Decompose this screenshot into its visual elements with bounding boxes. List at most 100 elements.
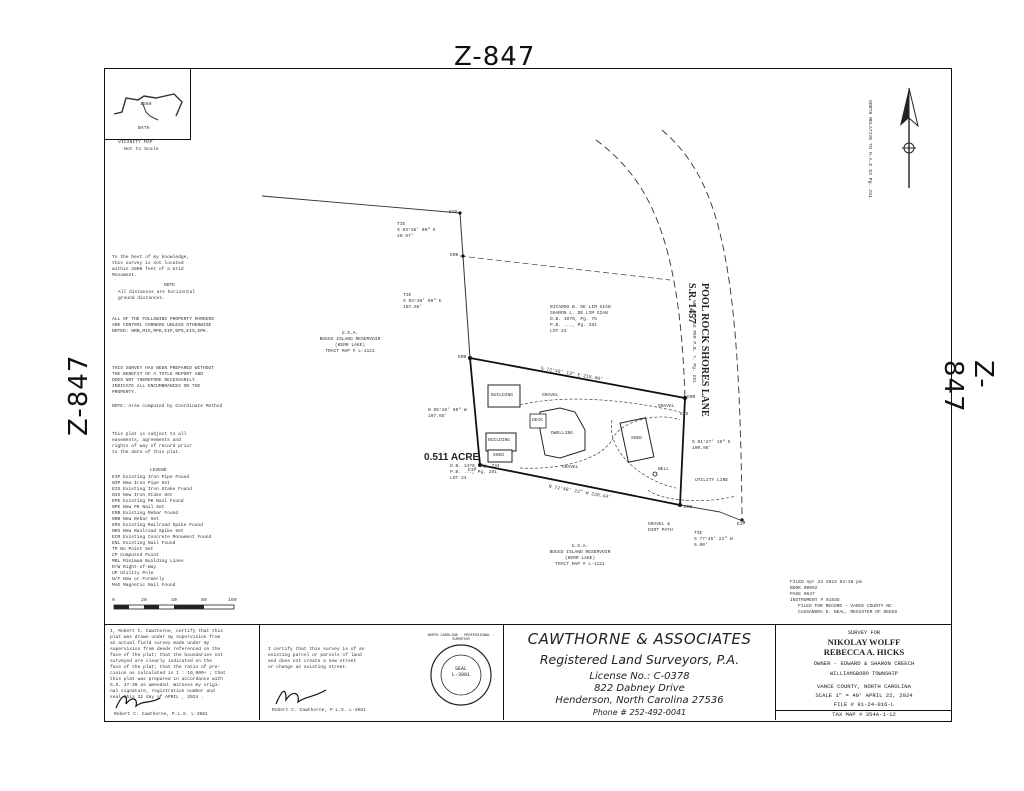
firm-subtitle: Registered Land Surveyors, P.A. <box>539 652 740 667</box>
tie-middle: TIE S 03°38' 00" E 107.66' <box>403 293 442 310</box>
scale-tick: 20 <box>141 598 147 603</box>
scale-tick: 80 <box>201 598 207 603</box>
tax-map-number: TAX MAP # 354A-1-12 <box>832 711 896 718</box>
seal-center: SEAL L-3981 <box>451 666 470 678</box>
subdivision-certificate: I certify that this survey is of an exis… <box>260 624 504 720</box>
gravel-label: GRAVEL <box>542 393 559 398</box>
note-title: NOTE <box>164 283 176 288</box>
signature-mark <box>115 695 161 709</box>
east-boundary-bearing: S 01°27' 10" E 100.96' <box>692 440 731 451</box>
legend-item: TP No Point Set <box>112 547 154 552</box>
legend-item: ECM Existing Concrete Monument Found <box>112 535 212 540</box>
vicinity-place-2: BATH <box>138 126 150 131</box>
corner-label: ERB <box>458 355 467 360</box>
survey-for-block: SURVEY FOR NIKOLAY WOLFF REBECCA A. HICK… <box>776 624 952 720</box>
acreage: 0.511 ACRE <box>424 452 480 463</box>
filed-recorder: FILED FOR RECORD - VANCE COUNTY NC <box>798 604 892 609</box>
legend-item: R/W Right-of-Way <box>112 565 157 570</box>
corner-label: ERB <box>687 395 696 400</box>
note-subject: This plat is subject to all easements, a… <box>112 432 192 455</box>
corner-label: EIP <box>468 468 477 473</box>
usa-tract-top: U.S.A. BUGGS ISLAND RESERVOIR (KERR LAKE… <box>319 331 381 354</box>
neighbor-parcel: RICARDO B. DE LIM GIAN SHARON L. DE LIM … <box>550 305 611 334</box>
tie-bottom: TIE S 77°46' 22" W 5.00' <box>694 531 733 548</box>
scale-tick: 160 <box>228 598 237 603</box>
deck-label: DECK <box>532 418 544 423</box>
road-right-of-way: 60' R/W AS PER P.B. ?, Pg. 291 <box>691 300 696 383</box>
title-block-divider <box>104 624 952 625</box>
legend-item: NIP New Iron Pipe Set <box>112 481 170 486</box>
legend-item: MBL Minimum Building Lines <box>112 559 184 564</box>
note-title-report: THIS SURVEY HAS BEEN PREPARED WITHOUT TH… <box>112 366 214 395</box>
surveyor-signature: Robert C. Cawthorne, P.L.S. L-3981 <box>114 712 208 717</box>
firm-address-line-1: 822 Dabney Drive <box>594 683 685 694</box>
filed-instrument: INSTRUMENT # 01935 <box>790 598 840 603</box>
vicinity-map: 1560 BATH <box>104 68 191 140</box>
client-name-1: NIKOLAY WOLFF <box>827 637 901 647</box>
note-grid: To the best of my knowledge, this survey… <box>112 255 190 278</box>
certificate-text: I certify that this survey is of an exis… <box>268 647 365 670</box>
legend-item: ERS Existing Railroad Spike Found <box>112 523 203 528</box>
utility-line-label: UTILITY LINE <box>695 478 729 483</box>
legend-item: NPK New PK Nail Set <box>112 505 165 510</box>
road-name: POOL ROCK SHORES LANE S.R. 1457 <box>686 283 710 417</box>
owner-line: OWNER - EDWARD & SHARON CREECH <box>813 660 915 667</box>
corner-label: ERB <box>450 253 459 258</box>
well-label: WELL <box>658 467 670 472</box>
vicinity-map-title: VICINITY MAP <box>118 140 153 145</box>
certificate-text: I, Robert C. Cawthorne, certify that thi… <box>110 629 226 700</box>
corner-label: ERB <box>684 505 693 510</box>
corner-label: EIP <box>449 210 458 215</box>
firm-block: CAWTHORNE & ASSOCIATES Registered Land S… <box>504 624 776 720</box>
legend-item: EIP Existing Iron Pipe Found <box>112 475 190 480</box>
surveyor-certificate: I, Robert C. Cawthorne, certify that thi… <box>104 624 260 720</box>
subdivision-signature: Robert C. Cawthorne, P.L.S. L-3981 <box>272 708 366 713</box>
legend-item: ERB Existing Rebar Found <box>112 511 179 516</box>
tax-map-divider <box>776 710 952 711</box>
firm-phone: Phone # 252-492-0041 <box>592 708 687 717</box>
firm-name: CAWTHORNE & ASSOCIATES <box>527 630 752 648</box>
legend-item: EIS Existing Iron Stake Found <box>112 487 192 492</box>
firm-address-line-2: Henderson, North Carolina 27536 <box>555 695 724 706</box>
filing-stamp: FILED Apr 22 2024 04:38 pm BOOK 00992 PA… <box>790 580 950 616</box>
tie-top: TIE S 03°38' 00" E 40.97' <box>397 222 436 239</box>
plat-frame <box>104 68 952 722</box>
shed-label: SHED <box>631 436 643 441</box>
legend-title: LEGEND <box>150 468 167 473</box>
legend-item: UP Utility Pole <box>112 571 154 576</box>
note-distances: All distances are horizontal ground dist… <box>118 290 196 301</box>
usa-tract-bottom: U.S.A. BUGGS ISLAND RESERVOIR (KERR LAKE… <box>549 544 611 567</box>
legend-item: N/F Now or Formerly <box>112 577 165 582</box>
building-label: BUILDING <box>491 393 514 398</box>
scale-tick: 40 <box>171 598 177 603</box>
shed-label: SHED <box>493 453 505 458</box>
township-line: WILLIAMSBORO TOWNSHIP <box>830 671 898 677</box>
corner-label: EIS <box>680 412 689 417</box>
gravel-label: GRAVEL <box>562 465 579 470</box>
note-markers: ALL OF THE FOLLOWING PROPERTY MARKERS AR… <box>112 317 214 334</box>
north-arrow-icon <box>900 87 919 188</box>
file-number: FILE # 91-24-016-L <box>833 701 895 708</box>
west-boundary-bearing: N 05°38' 00" W 107.65' <box>428 408 467 419</box>
scale-bar <box>113 604 235 610</box>
gravel-path-label: GRAVEL & DIRT PATH <box>648 522 673 533</box>
vicinity-map-scale: Not to Scale <box>124 147 159 152</box>
county-line: VANCE COUNTY, NORTH CAROLINA <box>817 683 911 690</box>
firm-license: License No.: C-0378 <box>589 671 690 682</box>
dwelling-label: DWELLING <box>551 431 574 436</box>
legend-item: NRS New Railroad Spike Set <box>112 529 184 534</box>
surveyor-seal-icon <box>430 644 492 706</box>
note-area: NOTE: Area computed by Coordinate Method <box>112 404 223 409</box>
filed-page: PAGE 0647 <box>790 592 815 597</box>
scale-date-line: SCALE 1" = 40' APRIL 22, 2024 <box>815 692 913 699</box>
legend-item: EPK Existing PK Nail Found <box>112 499 184 504</box>
scale-tick: 0 <box>112 598 115 603</box>
acreage-deed-ref: D.B. 1470, Pg. 734 P.B. ..., Pg. 291 LOT… <box>450 464 500 481</box>
survey-for-label: SURVEY FOR <box>847 630 881 636</box>
legend-item: NIS New Iron Stake Set <box>112 493 173 498</box>
filed-register: CASSANDRA D. NEAL, REGISTER OF DEEDS <box>798 610 898 615</box>
gravel-label: GRAVEL <box>658 404 675 409</box>
corner-label: EIP <box>737 522 746 527</box>
legend-item: MAG Magnetic Nail Found <box>112 583 176 588</box>
